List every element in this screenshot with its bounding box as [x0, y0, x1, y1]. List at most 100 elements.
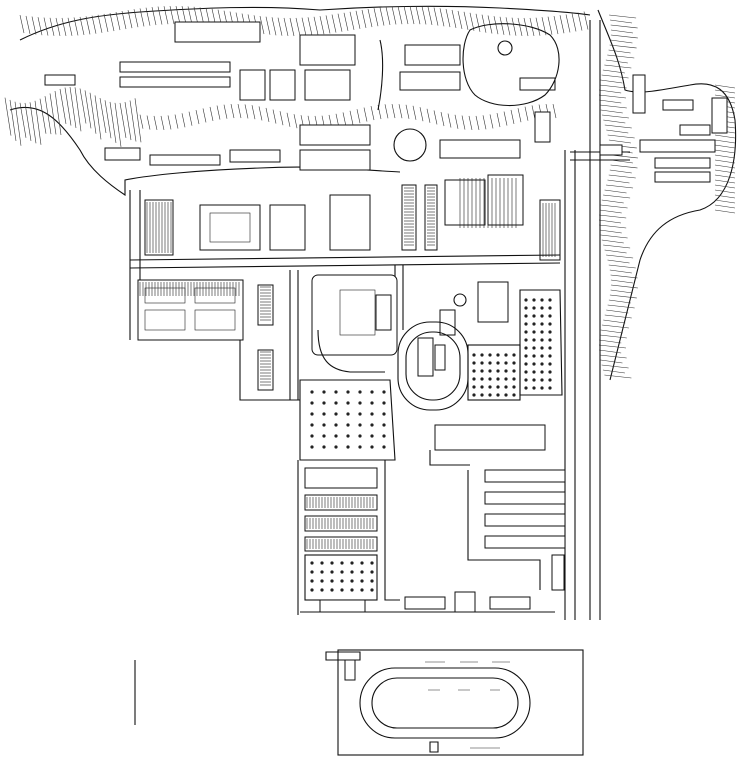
orchard-grid-west — [299, 379, 396, 461]
hatch-stroke — [34, 100, 42, 145]
hatch-stroke — [610, 29, 634, 34]
hatch-stroke — [610, 24, 638, 29]
tree-dot — [334, 401, 338, 405]
tree-dot — [334, 445, 338, 449]
hatch-stroke — [195, 110, 200, 125]
tree-dot — [472, 361, 476, 365]
tree-dot — [512, 385, 516, 389]
hatch-stroke — [601, 199, 624, 204]
hatch-stroke — [599, 349, 622, 354]
tree-dot — [346, 445, 350, 449]
tree-dot — [340, 588, 344, 592]
tree-dot — [334, 423, 338, 427]
hatch-stroke — [79, 88, 87, 124]
hatch-stroke — [367, 8, 373, 28]
hatch-stroke — [286, 112, 291, 127]
tree-dot — [524, 378, 528, 382]
hatch-stroke — [439, 8, 445, 27]
hatch-stroke — [109, 12, 115, 32]
tree-dot — [480, 385, 484, 389]
hatch-stroke — [610, 164, 638, 169]
hatch-stroke — [265, 16, 271, 35]
hatch-stroke — [181, 113, 186, 128]
hatch-stroke — [714, 209, 736, 214]
hatch-stroke — [451, 9, 457, 29]
tree-dot — [330, 588, 334, 592]
tree-dot — [370, 588, 374, 592]
west-block — [137, 279, 274, 391]
hatch-stroke — [43, 17, 49, 36]
tree-dot — [382, 434, 386, 438]
hatch-stroke — [610, 284, 638, 289]
hatch-stroke — [608, 49, 631, 54]
central-oval-track — [397, 321, 469, 411]
hatch-stroke — [54, 90, 62, 136]
hatch-stroke — [209, 106, 214, 121]
hatch-stroke — [481, 14, 487, 33]
hatch-stroke — [133, 9, 139, 28]
hatch-stroke — [295, 17, 301, 37]
hatch-stroke — [385, 6, 391, 25]
hatch-stroke — [605, 59, 628, 64]
hatch-stroke — [31, 16, 37, 35]
hatch-stroke — [134, 98, 142, 143]
hatch-stroke — [356, 109, 361, 124]
hatch-stroke — [19, 102, 27, 138]
hatch-stroke — [607, 304, 635, 309]
hatch-stroke — [49, 17, 55, 36]
tree-dot — [512, 353, 516, 357]
tree-dot — [360, 579, 364, 583]
hatch-stroke — [293, 114, 298, 129]
hatch-stroke — [146, 115, 151, 130]
hatch-stroke — [91, 15, 97, 34]
hatch-stroke — [187, 6, 193, 25]
hillside-terrain-north — [4, 5, 591, 197]
tree-dot — [504, 369, 508, 373]
tree-dot — [370, 434, 374, 438]
hatch-stroke — [602, 369, 625, 374]
hatch-stroke — [4, 97, 12, 136]
hatch-stroke — [139, 8, 145, 27]
hatch-stroke — [607, 134, 635, 139]
tree-dot — [370, 401, 374, 405]
hatch-stroke — [583, 11, 589, 30]
south-east-row-buildings — [319, 424, 566, 613]
hatch-stroke — [151, 6, 157, 26]
central-band-buildings — [104, 111, 561, 261]
hatch-stroke — [714, 189, 736, 194]
hatch-stroke — [84, 90, 92, 129]
tree-dot — [548, 306, 552, 310]
hatch-stroke — [714, 144, 736, 149]
hatch-stroke — [419, 107, 424, 122]
hatch-stroke — [603, 319, 626, 324]
hatch-stroke — [600, 79, 623, 84]
tree-dot — [548, 346, 552, 350]
hatch-stroke — [24, 102, 32, 142]
tree-dot — [472, 385, 476, 389]
hatch-stroke — [714, 194, 736, 199]
tree-dot — [320, 588, 324, 592]
hatch-stroke — [139, 114, 144, 129]
hatch-stroke — [600, 204, 628, 209]
tree-dot — [548, 386, 552, 390]
hatch-stroke — [188, 111, 193, 126]
tree-dot — [540, 346, 544, 350]
north-building-cluster — [44, 21, 560, 111]
tree-dot — [524, 338, 528, 342]
hatch-stroke — [607, 179, 630, 184]
tree-dot — [382, 390, 386, 394]
hatch-stroke — [604, 64, 632, 69]
tree-dot — [532, 346, 536, 350]
tree-dot — [548, 338, 552, 342]
tree-dot — [548, 330, 552, 334]
hatch-stroke — [565, 14, 571, 33]
hatch-stroke — [609, 169, 632, 174]
hatch-stroke — [259, 15, 265, 35]
tree-dot — [532, 386, 536, 390]
tree-dot — [524, 298, 528, 302]
hatch-stroke — [607, 54, 635, 59]
hatch-stroke — [216, 105, 221, 120]
hatch-stroke — [272, 109, 277, 124]
tree-dot — [548, 354, 552, 358]
hatch-stroke — [606, 254, 634, 259]
